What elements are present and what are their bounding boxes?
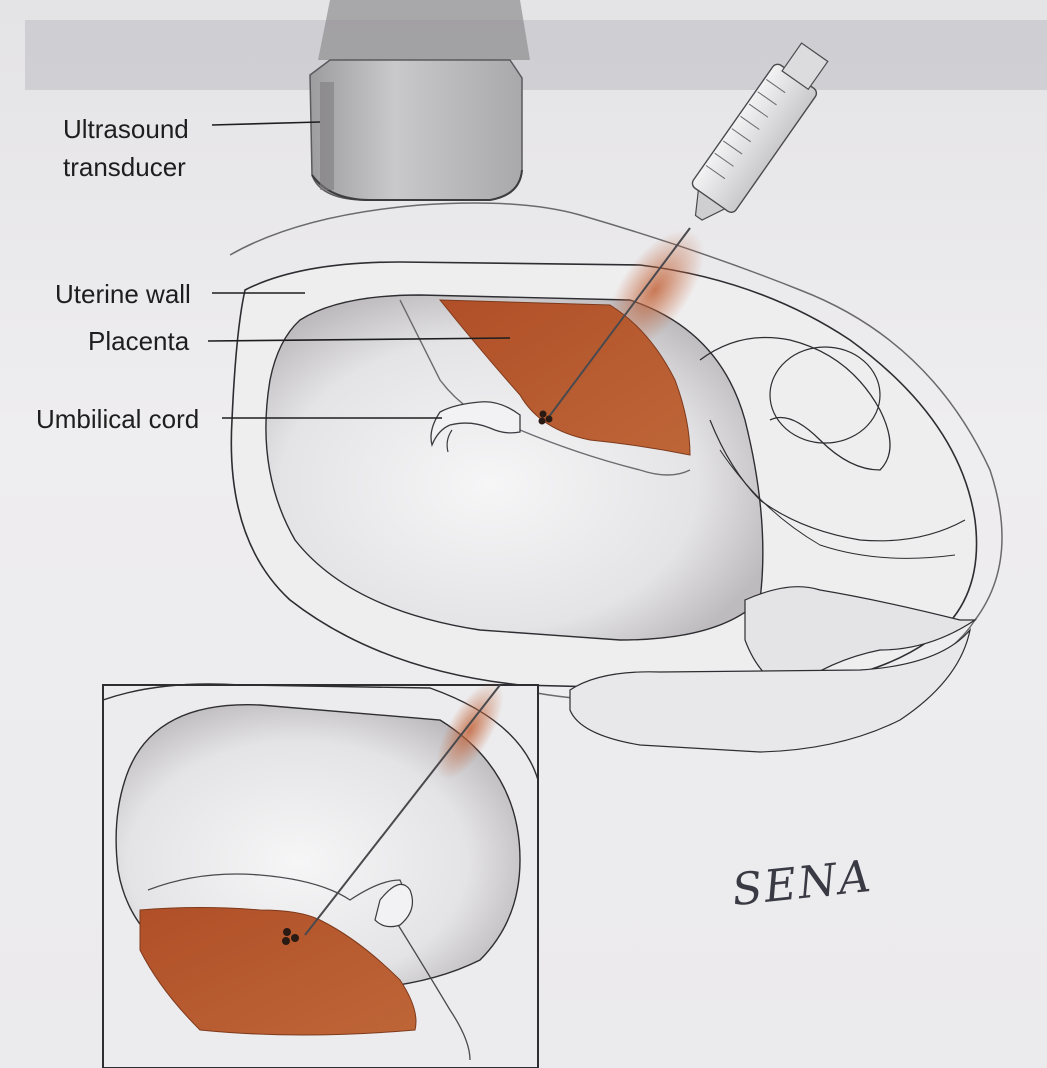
inset-enlargement xyxy=(103,671,538,1068)
page-header-band xyxy=(25,20,1047,90)
ultrasound-transducer-icon xyxy=(310,0,530,200)
label-ultrasound-transducer-line1: Ultrasound xyxy=(63,114,189,144)
label-ultrasound-transducer-line2: transducer xyxy=(63,152,186,182)
label-uterine-wall: Uterine wall xyxy=(55,279,191,309)
label-placenta: Placenta xyxy=(88,326,189,356)
label-umbilical-cord: Umbilical cord xyxy=(36,404,199,434)
leader-transducer xyxy=(212,122,320,125)
